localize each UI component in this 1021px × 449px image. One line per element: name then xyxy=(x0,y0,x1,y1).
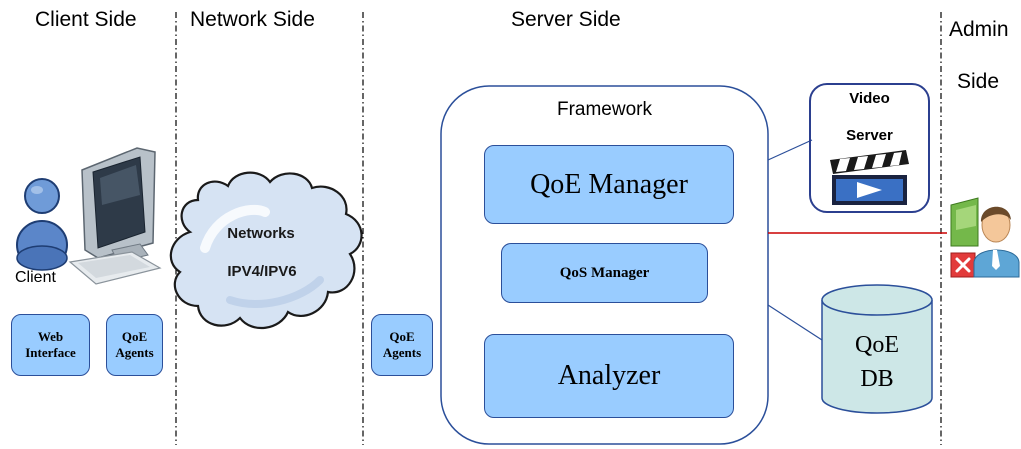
database-cylinder xyxy=(821,284,933,414)
web-interface-line1: Web xyxy=(37,329,64,344)
client-qoe-agents-line2: Agents xyxy=(115,345,154,360)
client-label: Client xyxy=(15,269,56,286)
connector-video-server xyxy=(767,139,813,161)
computer-icon xyxy=(68,147,162,285)
qoe-manager-box: QoE Manager xyxy=(484,145,734,224)
section-title-network: Network Side xyxy=(190,8,315,31)
video-server-box xyxy=(809,83,930,213)
network-label-line2: IPV4/IPV6 xyxy=(227,263,297,280)
video-server-line1: Video xyxy=(849,90,890,107)
framework-title: Framework xyxy=(556,99,652,120)
qos-manager-box: QoS Manager xyxy=(501,243,708,303)
section-title-admin-line2: Side xyxy=(957,70,1000,93)
section-title-client: Client Side xyxy=(35,8,137,31)
network-label-line1: Networks xyxy=(227,225,295,242)
video-clip-icon xyxy=(830,150,909,205)
video-server-line2: Server xyxy=(846,127,893,144)
database-label-line2: DB xyxy=(860,366,894,392)
web-interface-line2: Interface xyxy=(25,345,76,360)
connector-database xyxy=(767,304,823,341)
web-interface-box: Web Interface xyxy=(11,314,90,376)
network-cloud xyxy=(169,171,363,330)
section-title-admin-line1: Admin xyxy=(949,18,1009,41)
client-qoe-agents-line1: QoE xyxy=(121,329,148,344)
network-qoe-agents-line1: QoE xyxy=(389,329,415,344)
analyzer-box: Analyzer xyxy=(484,334,734,418)
admin-icon xyxy=(950,197,1020,278)
database-label-line1: QoE xyxy=(855,332,899,358)
section-title-server: Server Side xyxy=(511,8,621,31)
network-qoe-agents-line2: Agents xyxy=(382,345,422,360)
network-qoe-agents-box: QoE Agents xyxy=(371,314,433,376)
user-icon xyxy=(16,178,68,271)
client-qoe-agents-box: QoE Agents xyxy=(106,314,163,376)
